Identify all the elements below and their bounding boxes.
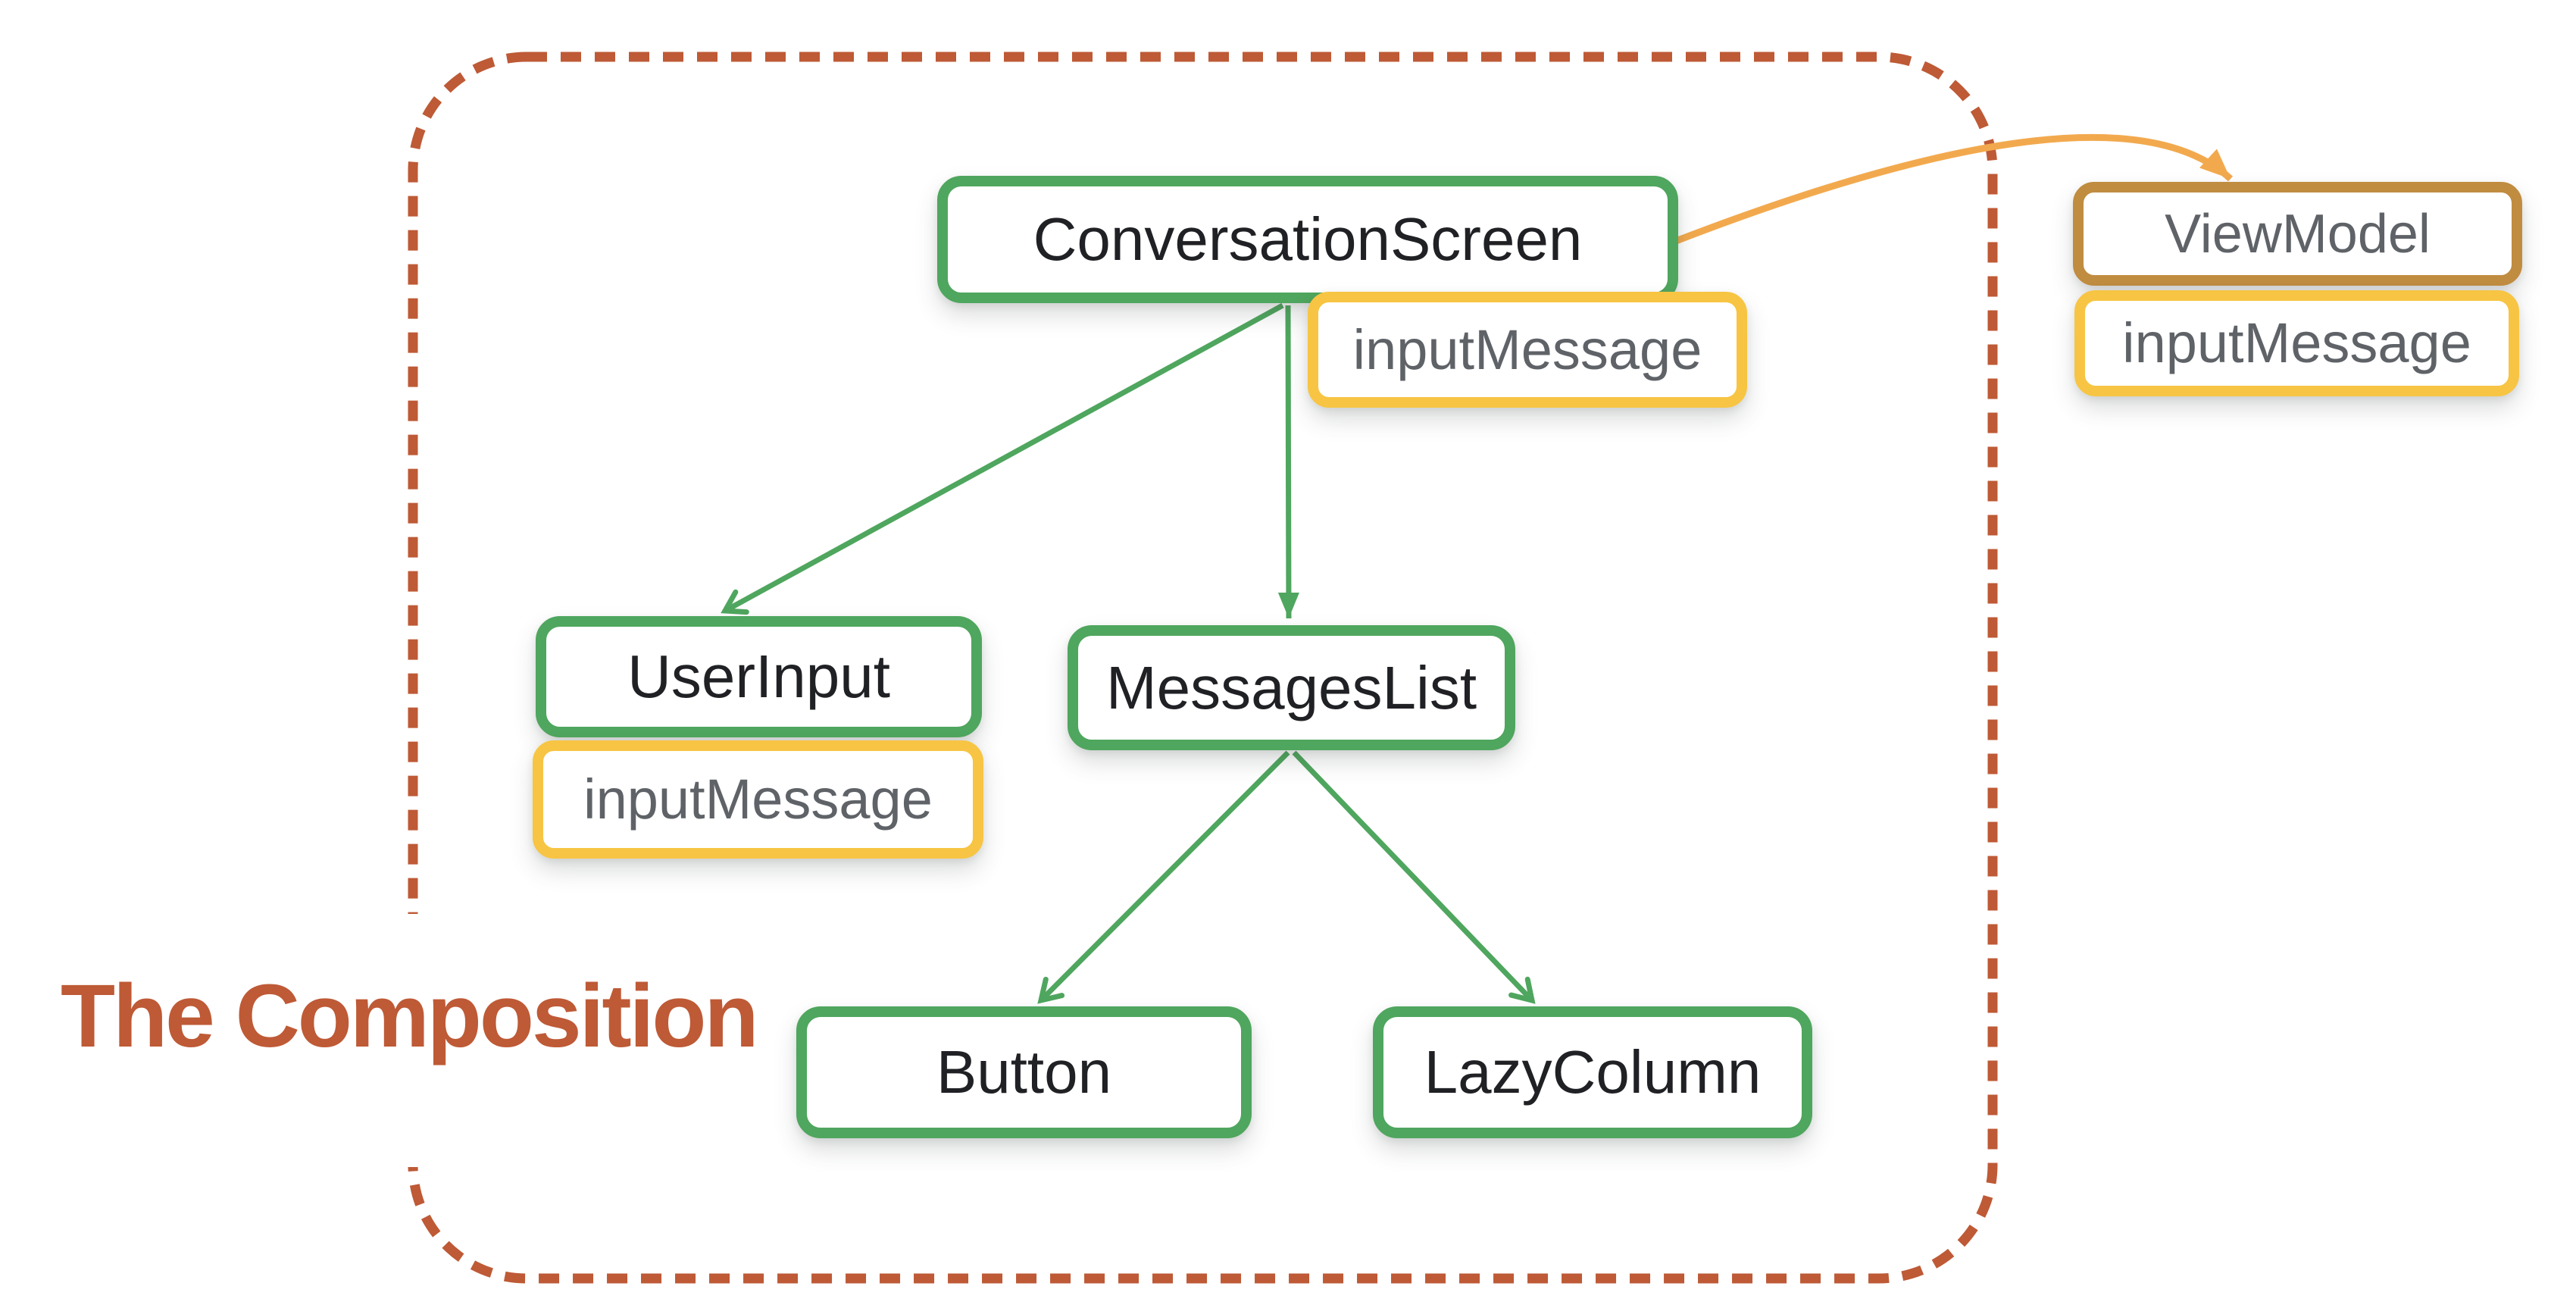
node-view-model-state-label: inputMessage [2122, 311, 2471, 374]
diagram-title: The Composition [61, 966, 759, 1066]
node-lazy-column: LazyColumn [1373, 1006, 1812, 1138]
node-conversation-screen-label: ConversationScreen [1033, 205, 1583, 273]
node-conversation-screen: ConversationScreen [937, 176, 1678, 303]
node-user-input-state-label: inputMessage [583, 768, 933, 831]
node-lazy-column-label: LazyColumn [1424, 1038, 1762, 1106]
node-view-model-state: inputMessage [2074, 290, 2519, 396]
node-conversation-screen-state-label: inputMessage [1352, 318, 1702, 381]
boundary-gap-mask [379, 914, 449, 1167]
edge-conversationscreen-to-userinput [721, 302, 1284, 615]
node-view-model: ViewModel [2073, 182, 2522, 286]
node-messages-list-label: MessagesList [1105, 653, 1477, 721]
edge-messageslist-to-button [1037, 750, 1290, 1004]
edge-conversationscreen-to-viewmodel [1674, 133, 2234, 245]
node-user-input-label: UserInput [627, 643, 890, 710]
node-user-input: UserInput [536, 616, 982, 737]
edge-messageslist-to-lazycolumn [1292, 750, 1536, 1004]
node-button: Button [796, 1006, 1252, 1138]
edge-conversationscreen-to-messageslist [1277, 305, 1299, 619]
node-conversation-screen-state: inputMessage [1308, 292, 1747, 408]
node-view-model-label: ViewModel [2165, 203, 2431, 264]
composition-boundary-dashed-border [408, 52, 1998, 1284]
node-user-input-state: inputMessage [533, 740, 983, 859]
node-messages-list: MessagesList [1068, 625, 1515, 750]
node-button-label: Button [936, 1038, 1112, 1106]
